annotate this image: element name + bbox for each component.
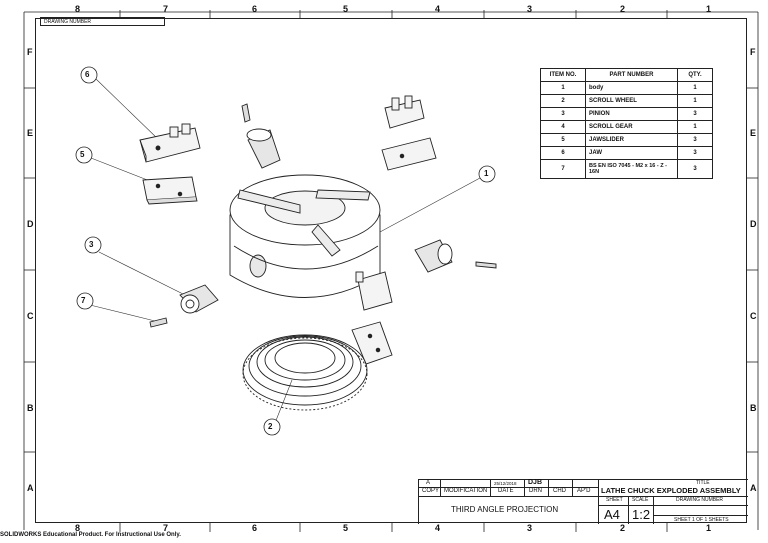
zone-top-5: 5	[343, 4, 349, 14]
bom-part: BS EN ISO 7045 - M2 x 16 - Z - 16N	[585, 159, 678, 179]
col-modification: MODIFICATION	[444, 488, 488, 494]
projection-label: THIRD ANGLE PROJECTION	[451, 505, 559, 514]
bom-qty: 3	[677, 133, 713, 147]
zone-right-B: B	[750, 403, 757, 413]
zone-top-6: 6	[252, 4, 258, 14]
zone-bottom-3: 3	[527, 523, 533, 533]
balloon-label-1: 1	[484, 169, 489, 178]
scale-value: 1:2	[632, 507, 651, 522]
col-date: DATE	[498, 488, 514, 494]
bom-row: 1 body 1	[540, 81, 713, 95]
rev-letter: A	[426, 480, 431, 486]
balloon-label-7: 7	[81, 296, 86, 305]
col-drn: DRN	[529, 488, 542, 494]
zone-top-8: 8	[75, 4, 81, 14]
zone-top-7: 7	[163, 4, 169, 14]
rev-date: 25/12/2018	[494, 481, 517, 486]
bom-item: 2	[540, 94, 586, 108]
bom-header-qty: QTY.	[677, 68, 713, 82]
bom-qty: 1	[677, 81, 713, 95]
bom-qty: 3	[677, 159, 713, 179]
drawing-number-tab: DRAWING NUMBER	[40, 17, 165, 26]
zone-bottom-7: 7	[163, 523, 169, 533]
balloon-6	[80, 66, 98, 84]
zone-right-A: A	[750, 483, 757, 493]
balloon-label-5: 5	[80, 150, 85, 159]
bom-qty: 3	[677, 146, 713, 160]
balloon-7	[76, 292, 94, 310]
title-label: TITLE	[696, 480, 710, 486]
bom-header-part: PART NUMBER	[585, 68, 678, 82]
bom-part: body	[585, 81, 678, 95]
bom-row: 4 SCROLL GEAR 1	[540, 120, 713, 134]
bom-qty: 3	[677, 107, 713, 121]
col-copy: COPY	[422, 488, 440, 494]
zone-bottom-8: 8	[75, 523, 81, 533]
rev-drn: DJB	[528, 479, 543, 486]
balloon-label-3: 3	[89, 240, 94, 249]
zone-top-2: 2	[620, 4, 626, 14]
zone-bottom-4: 4	[435, 523, 441, 533]
bom-header-item: ITEM NO.	[540, 68, 586, 82]
zone-top-4: 4	[435, 4, 441, 14]
zone-right-D: D	[750, 219, 757, 229]
bom-item: 6	[540, 146, 586, 160]
bom-item: 7	[540, 159, 586, 179]
balloon-label-6: 6	[85, 70, 90, 79]
sheet-of: SHEET 1 OF 1 SHEETS	[674, 517, 729, 523]
balloon-3	[84, 236, 102, 254]
bom-part: PINION	[585, 107, 678, 121]
bom-row: 3 PINION 3	[540, 107, 713, 121]
col-apd: AP'D	[577, 488, 591, 494]
bom-qty: 1	[677, 94, 713, 108]
scale-label: SCALE	[632, 497, 649, 503]
educational-footer: SOLIDWORKS Educational Product. For Inst…	[0, 532, 181, 538]
drawing-title: LATHE CHUCK EXPLODED ASSEMBLY	[601, 486, 741, 495]
drawing-number-label: DRAWING NUMBER	[676, 497, 724, 503]
bom-item: 4	[540, 120, 586, 134]
zone-right-E: E	[750, 128, 757, 138]
bom-part: SCROLL GEAR	[585, 120, 678, 134]
balloon-1	[478, 165, 496, 183]
balloon-2	[263, 418, 281, 436]
zone-left-C: C	[27, 311, 34, 321]
zone-right-F: F	[750, 47, 756, 57]
zone-bottom-6: 6	[252, 523, 258, 533]
zone-left-E: E	[27, 128, 34, 138]
bom-qty: 1	[677, 120, 713, 134]
balloon-label-2: 2	[268, 422, 273, 431]
zone-bottom-1: 1	[706, 523, 712, 533]
zone-right-C: C	[750, 311, 757, 321]
title-block: A 25/12/2018 DJB COPY MODIFICATION DATE …	[418, 479, 748, 527]
sheet-size: A4	[604, 507, 620, 522]
bom-part: SCROLL WHEEL	[585, 94, 678, 108]
bill-of-materials-table: ITEM NO. PART NUMBER QTY. 1 body 1 2 SCR…	[540, 68, 713, 179]
zone-top-1: 1	[706, 4, 712, 14]
bom-part: JAWSLIDER	[585, 133, 678, 147]
zone-left-B: B	[27, 403, 34, 413]
zone-left-F: F	[27, 47, 33, 57]
bom-item: 5	[540, 133, 586, 147]
bom-part: JAW	[585, 146, 678, 160]
zone-bottom-5: 5	[343, 523, 349, 533]
bom-item: 3	[540, 107, 586, 121]
zone-left-A: A	[27, 483, 34, 493]
col-chd: CHD	[553, 488, 566, 494]
bom-row: 6 JAW 3	[540, 146, 713, 160]
bom-row: 7 BS EN ISO 7045 - M2 x 16 - Z - 16N 3	[540, 159, 713, 179]
bom-item: 1	[540, 81, 586, 95]
balloon-5	[75, 146, 93, 164]
bom-row: 2 SCROLL WHEEL 1	[540, 94, 713, 108]
zone-left-D: D	[27, 219, 34, 229]
sheet-label: SHEET	[606, 497, 623, 503]
zone-bottom-2: 2	[620, 523, 626, 533]
zone-top-3: 3	[527, 4, 533, 14]
drawing-border	[35, 18, 747, 523]
bom-row: 5 JAWSLIDER 3	[540, 133, 713, 147]
